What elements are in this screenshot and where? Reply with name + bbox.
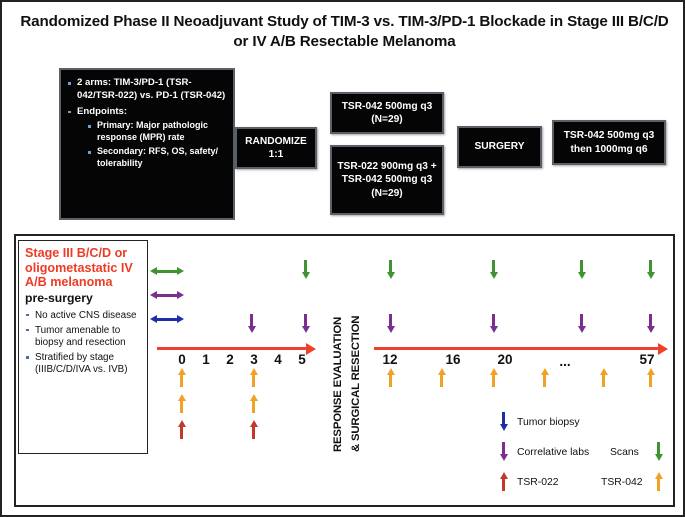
- tick-5: 5: [298, 352, 306, 367]
- labs-arrow-down: [646, 314, 655, 333]
- primary-endpoint: Primary: Major pathologic response (MPR)…: [86, 120, 227, 144]
- scans-arrow-down: [301, 260, 310, 279]
- secondary-endpoint: Secondary: RFS, OS, safety/ tolerability: [86, 146, 227, 170]
- tsr042-arrow-up: [540, 368, 549, 387]
- tick-1: 1: [202, 352, 210, 367]
- eligibility-box: Stage III B/C/D or oligometastatic IV A/…: [18, 240, 148, 454]
- tick-16: 16: [445, 352, 461, 367]
- tick-2: 2: [226, 352, 234, 367]
- eligibility-heading: Stage III B/C/D or oligometastatic IV A/…: [25, 246, 133, 290]
- tsr042-icon: [654, 472, 663, 491]
- tsr042-arrow-up: [437, 368, 446, 387]
- pre-surgery-axis: [157, 342, 316, 355]
- tick-ellipsis: ...: [559, 354, 571, 369]
- biopsy-icon: [499, 412, 508, 431]
- scans-arrow-down: [489, 260, 498, 279]
- tsr042-arrow-up: [489, 368, 498, 387]
- labs-arrow-down: [386, 314, 395, 333]
- tsr042-arrow-up: [177, 368, 186, 387]
- tick-4: 4: [274, 352, 282, 367]
- tsr022-arrow-up: [249, 420, 258, 439]
- eligibility-criterion: Tumor amenable to biopsy and resection: [25, 325, 142, 349]
- legend-label-tsr042: TSR-042: [601, 477, 643, 488]
- arm-a-box: TSR-042 500mg q3 (N=29): [330, 92, 444, 134]
- study-design-box: 2 arms: TIM-3/PD-1 (TSR-042/TSR-022) vs.…: [59, 68, 235, 220]
- surgery-box: SURGERY: [457, 126, 542, 168]
- eligibility-subheading: pre-surgery: [25, 291, 93, 306]
- legend: Tumor biopsy Correlative labs Scans TSR-…: [489, 410, 679, 510]
- endpoints-label: Endpoints:: [77, 105, 128, 117]
- legend-label-labs: Correlative labs: [517, 447, 590, 458]
- tick-3: 3: [250, 352, 258, 367]
- tick-12: 12: [382, 352, 398, 367]
- milestone-label-line2: & SURGICAL RESECTION: [350, 315, 362, 452]
- randomize-box: RANDOMIZE 1:1: [235, 127, 317, 169]
- scans-arrow-down: [577, 260, 586, 279]
- eligibility-criterion: Stratified by stage (IIIB/C/D/IVA vs. IV…: [25, 352, 142, 376]
- labs-arrow-down: [489, 314, 498, 333]
- tsr042-arrow-up: [249, 394, 258, 413]
- adjuvant-box: TSR-042 500mg q3 then 1000mg q6: [552, 120, 666, 165]
- tick-0: 0: [178, 352, 186, 367]
- arms-bullet: 2 arms: TIM-3/PD-1 (TSR-042/TSR-022) vs.…: [66, 77, 227, 103]
- tsr042-arrow-up: [599, 368, 608, 387]
- tick-20: 20: [497, 352, 513, 367]
- labs-icon: [499, 442, 508, 461]
- scans-arrow-down: [646, 260, 655, 279]
- tsr042-arrow-up: [249, 368, 258, 387]
- arm-b-box: TSR-022 900mg q3 + TSR-042 500mg q3 (N=2…: [330, 145, 444, 215]
- scans-arrow-down: [386, 260, 395, 279]
- labs-arrow-down: [247, 314, 256, 333]
- scans-range-arrow: [150, 267, 184, 276]
- labs-arrow-down: [577, 314, 586, 333]
- tick-57: 57: [639, 352, 655, 367]
- tsr022-arrow-up: [177, 420, 186, 439]
- tsr042-arrow-up: [386, 368, 395, 387]
- endpoints-bullet: Endpoints: Primary: Major pathologic res…: [66, 106, 227, 171]
- legend-label-tsr022: TSR-022: [517, 477, 559, 488]
- tsr022-icon: [499, 472, 508, 491]
- labs-range-arrow: [150, 291, 184, 300]
- biopsy-range-arrow: [150, 315, 184, 324]
- tsr042-arrow-up: [646, 368, 655, 387]
- tsr042-arrow-up: [177, 394, 186, 413]
- eligibility-criterion: No active CNS disease: [25, 310, 142, 322]
- legend-label-biopsy: Tumor biopsy: [517, 417, 580, 428]
- post-surgery-axis: [374, 342, 668, 355]
- scans-icon: [654, 442, 663, 461]
- labs-arrow-down: [301, 314, 310, 333]
- page-title: Randomized Phase II Neoadjuvant Study of…: [20, 13, 669, 51]
- legend-label-scans: Scans: [610, 447, 639, 458]
- milestone-label-line1: RESPONSE EVALUATION: [332, 316, 344, 452]
